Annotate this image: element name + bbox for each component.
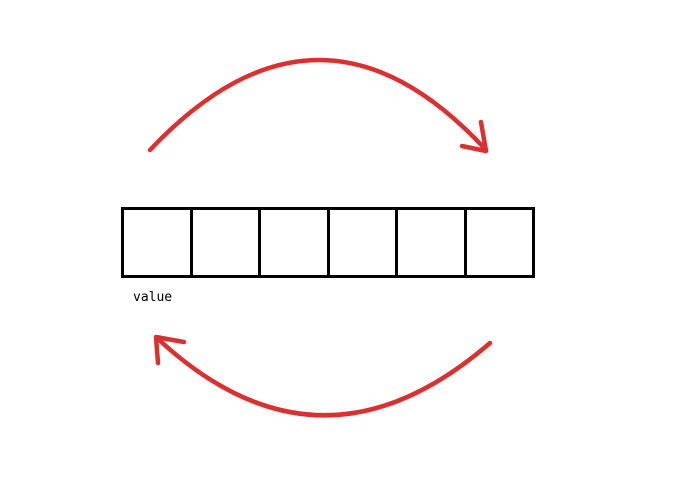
array-cell-3 [261,210,330,275]
cell-array [121,207,535,278]
first-cell-label: value [133,290,173,305]
array-cell-6 [467,210,533,275]
array-cell-2 [193,210,261,275]
bottom-arrowhead-icon [153,334,187,366]
top-arrowhead-icon [459,119,489,154]
array-cell-4 [330,210,398,275]
bottom-arc-arrow [154,335,493,418]
top-arc-arrow [147,57,489,153]
array-cell-1 [124,210,193,275]
array-cell-5 [398,210,467,275]
